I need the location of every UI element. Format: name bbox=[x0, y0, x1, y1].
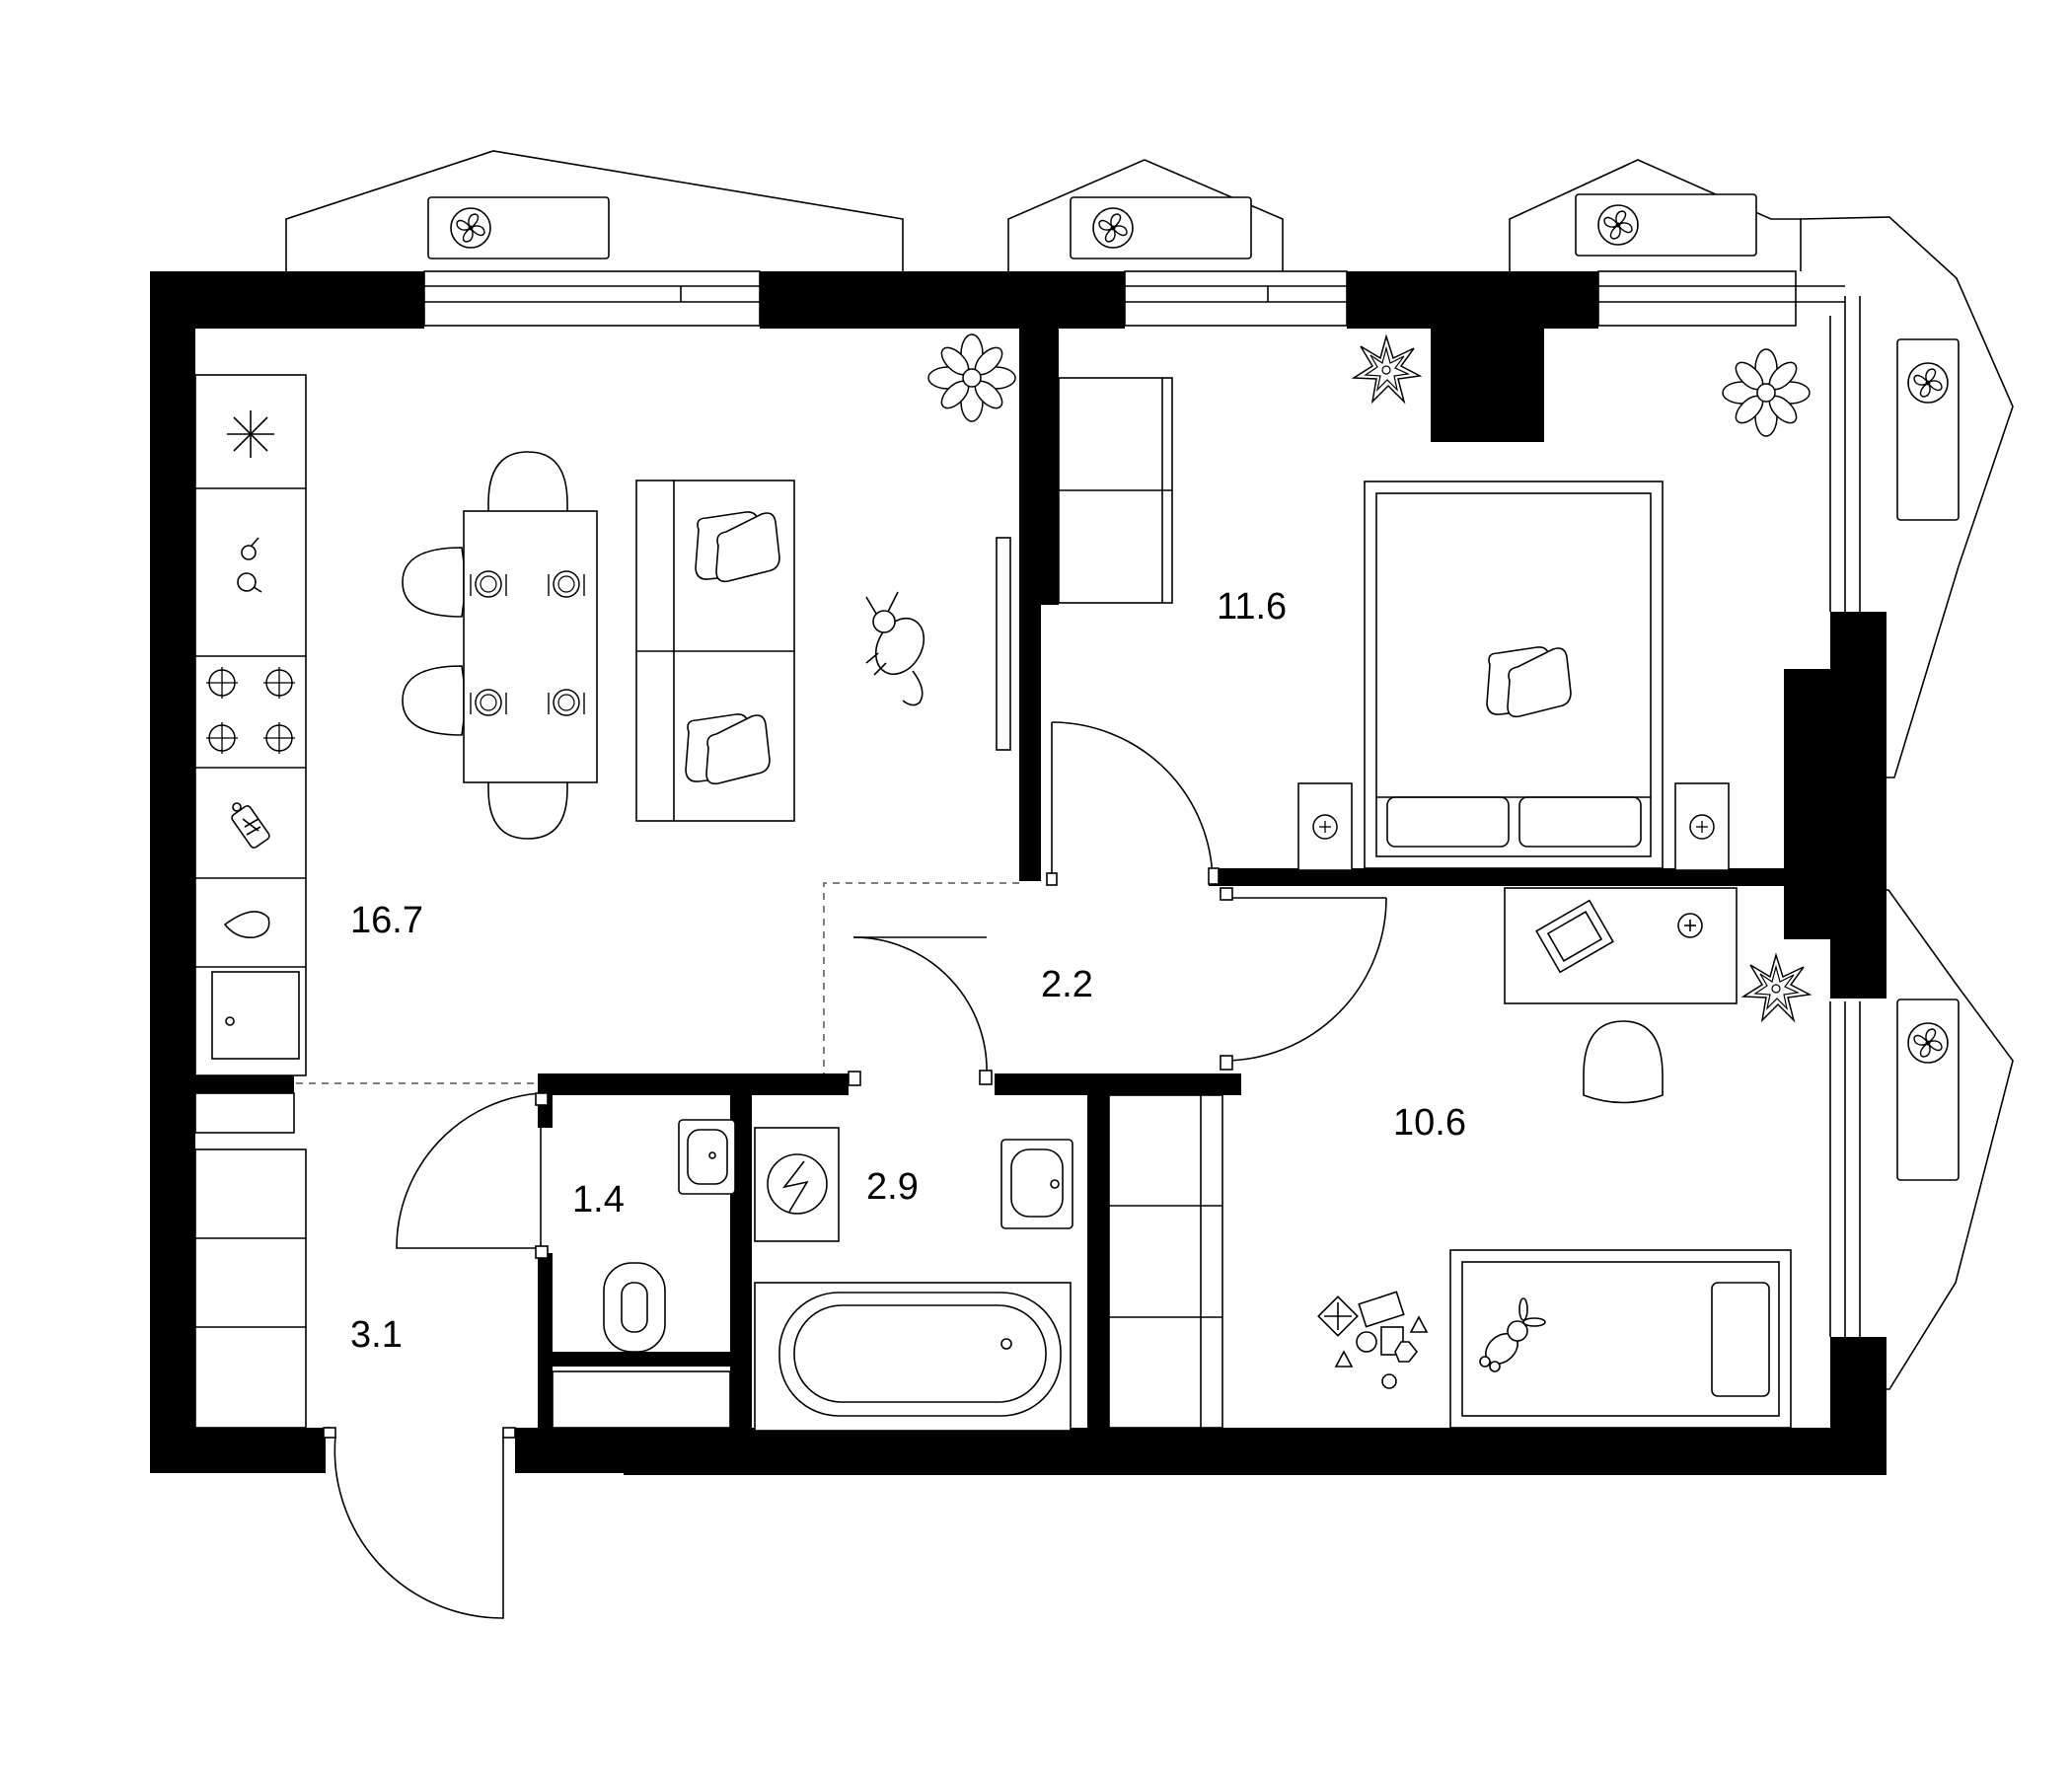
teddy-bunny-icon bbox=[1479, 1297, 1546, 1372]
kitchen-counter bbox=[194, 374, 307, 1076]
zone-lines bbox=[296, 882, 1019, 1084]
tv-panel bbox=[996, 537, 1011, 751]
plant-icon bbox=[1353, 335, 1421, 403]
desk-chair bbox=[1583, 1020, 1664, 1104]
desk bbox=[1504, 887, 1738, 1004]
bedroom-wardrobe bbox=[1058, 377, 1173, 604]
double-bed bbox=[1364, 481, 1664, 869]
single-bed bbox=[1449, 1249, 1792, 1429]
sink-icon bbox=[211, 971, 300, 1060]
room-area-kids-room: 10.6 bbox=[1393, 1102, 1466, 1144]
wall-holes bbox=[194, 1092, 731, 1429]
dining-table bbox=[402, 451, 598, 840]
sink-icon bbox=[1000, 1139, 1073, 1229]
fan-icon bbox=[1597, 204, 1639, 246]
room-area-entrance: 3.1 bbox=[350, 1314, 403, 1356]
plant-icon bbox=[1742, 954, 1811, 1021]
kids-wardrobe bbox=[1108, 1094, 1223, 1429]
fan-icon bbox=[1907, 362, 1949, 404]
doors bbox=[323, 721, 1387, 1619]
fan-icon bbox=[1907, 1022, 1949, 1064]
laptop-icon bbox=[1535, 899, 1614, 974]
oil-drop-icon bbox=[223, 911, 270, 939]
fan-unit-3 bbox=[1575, 193, 1757, 257]
balcony-outlines bbox=[285, 150, 2014, 1390]
walls bbox=[150, 271, 1887, 1475]
room-area-hall: 2.2 bbox=[1041, 964, 1093, 1005]
room-area-bathroom: 2.9 bbox=[866, 1166, 919, 1208]
cutting-board-icon bbox=[231, 802, 270, 849]
pillow-icon bbox=[695, 511, 780, 583]
nightstand-right bbox=[1674, 782, 1730, 871]
toilet-fixtures bbox=[603, 1119, 736, 1353]
fan-unit-4 bbox=[1896, 338, 1960, 521]
entrance-closet bbox=[194, 1148, 307, 1429]
plant-icon bbox=[927, 333, 1016, 422]
room-area-bedroom: 11.6 bbox=[1217, 586, 1287, 628]
pillow-icon bbox=[1486, 646, 1572, 718]
fan-unit-5 bbox=[1896, 999, 1960, 1181]
plant-icon bbox=[1722, 348, 1811, 437]
tap-icon bbox=[237, 537, 262, 593]
fan-icon bbox=[1092, 207, 1134, 249]
bathroom-fixtures bbox=[754, 1127, 1073, 1432]
bathtub-icon bbox=[754, 1282, 1072, 1432]
fan-unit-1 bbox=[427, 196, 610, 259]
toy-blocks-icon bbox=[1317, 1291, 1429, 1389]
washing-machine-icon bbox=[767, 1153, 828, 1215]
room-area-living-kitchen: 16.7 bbox=[350, 900, 423, 941]
pillow-icon bbox=[685, 713, 771, 785]
fan-unit-2 bbox=[1070, 196, 1252, 259]
fan-icon bbox=[450, 207, 491, 249]
toilet-icon bbox=[603, 1262, 666, 1353]
cat-icon bbox=[865, 591, 925, 706]
snowflake-icon bbox=[227, 410, 274, 458]
sink-icon bbox=[678, 1119, 736, 1195]
sofa bbox=[635, 480, 795, 822]
room-area-toilet: 1.4 bbox=[572, 1179, 625, 1221]
nightstand-left bbox=[1297, 782, 1353, 871]
